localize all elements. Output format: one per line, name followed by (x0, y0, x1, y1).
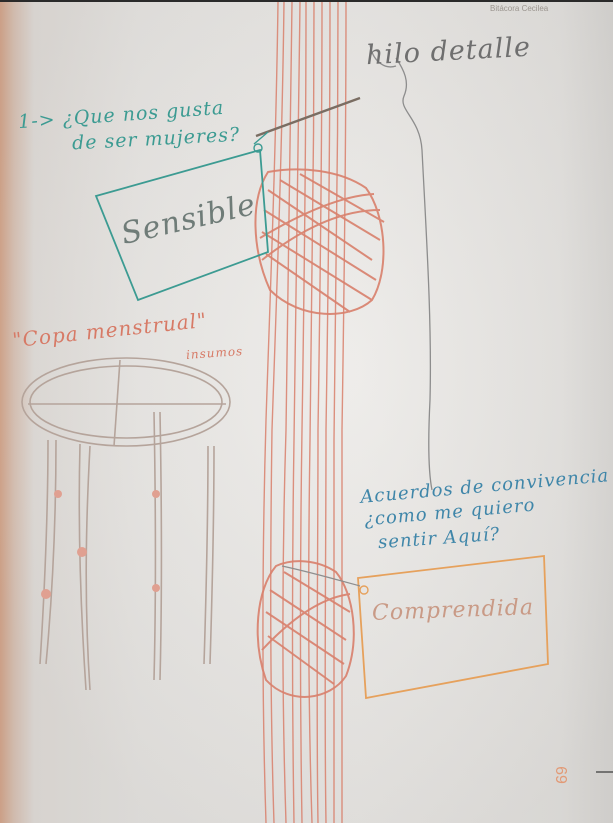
lower-knot (258, 561, 354, 697)
upper-knot (255, 169, 384, 314)
page-number: 69 (551, 766, 569, 784)
orange-card (282, 556, 548, 698)
needle (256, 98, 360, 136)
thread-trunk (263, 2, 346, 823)
menstrual-cup (22, 358, 230, 690)
cup-beads (41, 490, 160, 599)
gray-connector (396, 58, 432, 490)
